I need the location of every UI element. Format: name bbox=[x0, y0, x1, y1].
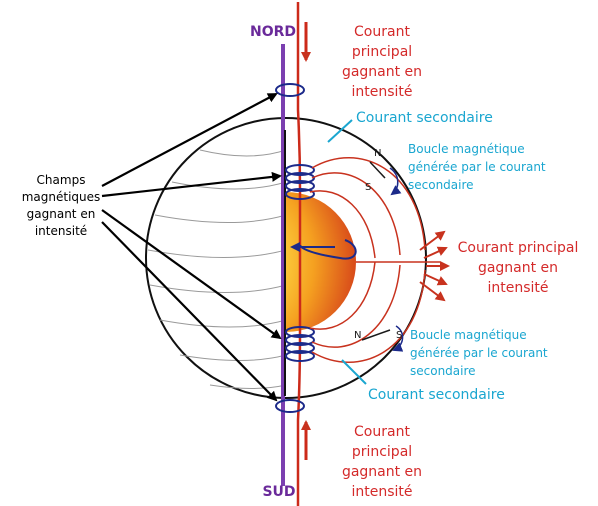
compass-bottom-n: N bbox=[354, 330, 361, 341]
field-arrow-4 bbox=[423, 273, 448, 286]
compass-bottom-s: S bbox=[396, 330, 402, 341]
latitude-lines bbox=[147, 149, 286, 389]
field-arrow-2 bbox=[423, 246, 448, 259]
pointer-arrow-3 bbox=[101, 209, 282, 340]
compass-top-s: S bbox=[365, 182, 371, 193]
compass-top-arrow bbox=[389, 167, 402, 196]
loop-top-label: Boucle magnétique générée par le courant… bbox=[408, 142, 546, 192]
magnetic-field-lines bbox=[309, 157, 440, 363]
secondary-pointer-top bbox=[327, 119, 353, 143]
planet-core bbox=[286, 192, 356, 332]
secondary-current-top-label: Courant secondaire bbox=[356, 110, 493, 126]
magnetic-fields-label: Champs magnétiques gagnant en intensité bbox=[21, 173, 101, 238]
field-arrow-1 bbox=[419, 230, 446, 251]
compass-bottom-arrow bbox=[392, 325, 404, 352]
north-label: NORD bbox=[249, 24, 297, 40]
secondary-current-bottom-label: Courant secondaire bbox=[368, 387, 505, 403]
main-current-top-label: Courant principal gagnant en intensité bbox=[341, 24, 423, 100]
pointer-arrow-2 bbox=[101, 171, 282, 198]
main-current-bottom-label: Courant principal gagnant en intensité bbox=[341, 424, 423, 500]
compass-bottom bbox=[361, 329, 391, 341]
field-arrow-5 bbox=[419, 281, 446, 302]
pointer-arrow-1 bbox=[101, 93, 278, 187]
coil-bottom bbox=[285, 326, 315, 362]
main-current-right-label: Courant principal gagnant en intensité bbox=[457, 240, 579, 296]
loop-bottom-label: Boucle magnétique générée par le courant… bbox=[410, 328, 548, 378]
field-loop-bottom bbox=[275, 399, 305, 413]
field-loop-top bbox=[275, 83, 305, 97]
south-label: SUD bbox=[262, 484, 296, 500]
secondary-pointer-bottom bbox=[341, 359, 367, 385]
compass-top bbox=[369, 161, 386, 179]
coil-top bbox=[285, 164, 315, 200]
compass-top-n: N bbox=[374, 148, 381, 159]
pointer-arrow-4 bbox=[101, 221, 278, 402]
